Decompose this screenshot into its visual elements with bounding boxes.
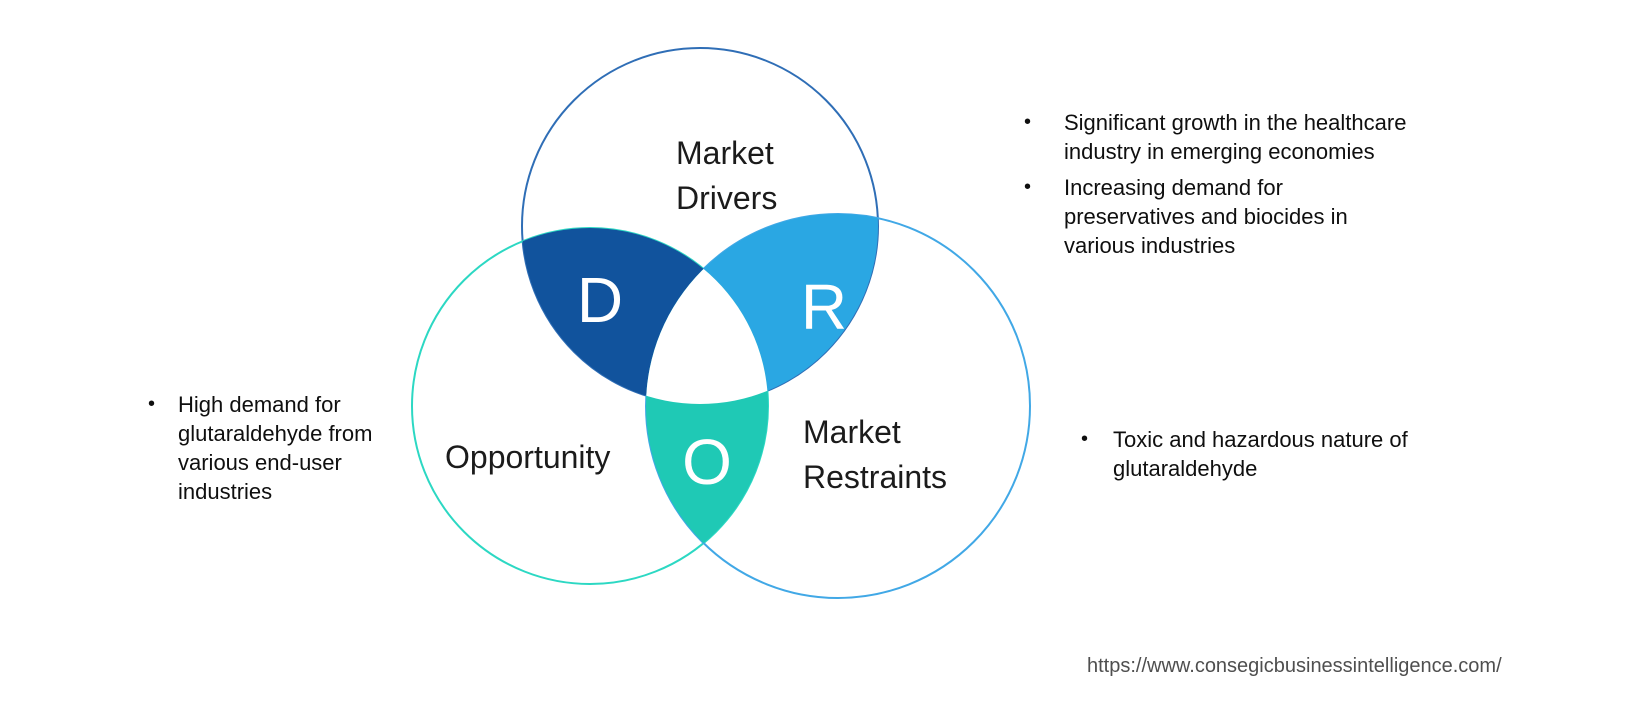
bullet-icon: •	[148, 393, 156, 415]
list-item: • High demand for glutaraldehyde from va…	[140, 390, 373, 506]
bullet-text: Toxic and hazardous nature of glutaralde…	[1113, 427, 1408, 481]
restraints-label-line1: Market	[803, 414, 901, 450]
list-item: • Toxic and hazardous nature of glutaral…	[1073, 425, 1418, 483]
drivers-label-line2: Drivers	[676, 180, 778, 216]
bullet-icon: •	[1024, 111, 1032, 133]
bullet-icon: •	[1024, 176, 1032, 198]
letter-r: R	[801, 271, 847, 343]
bullet-text: Increasing demand for preservatives and …	[1064, 175, 1348, 258]
restraints-label-line2: Restraints	[803, 459, 948, 495]
opportunity-label: Opportunity	[445, 439, 611, 475]
bullet-text: High demand for glutaraldehyde from vari…	[178, 392, 373, 504]
restraints-label: Market Restraints	[803, 410, 947, 500]
drivers-label: Market Drivers	[676, 131, 777, 221]
drivers-restraints-overlap	[646, 214, 878, 404]
list-item: • Significant growth in the healthcare i…	[1016, 108, 1416, 166]
list-item: • Increasing demand for preservatives an…	[1016, 173, 1416, 260]
bullet-list-bottom-right: • Toxic and hazardous nature of glutaral…	[1073, 425, 1418, 483]
bullet-list-left: • High demand for glutaraldehyde from va…	[140, 390, 373, 506]
letter-d: D	[577, 264, 623, 336]
footer-url: https://www.consegicbusinessintelligence…	[1087, 655, 1502, 677]
bullet-icon: •	[1081, 428, 1089, 450]
drivers-label-line1: Market	[676, 135, 774, 171]
bullet-text: Significant growth in the healthcare ind…	[1064, 110, 1407, 164]
letter-o: O	[682, 426, 732, 498]
bullet-list-top-right: • Significant growth in the healthcare i…	[1016, 108, 1416, 260]
